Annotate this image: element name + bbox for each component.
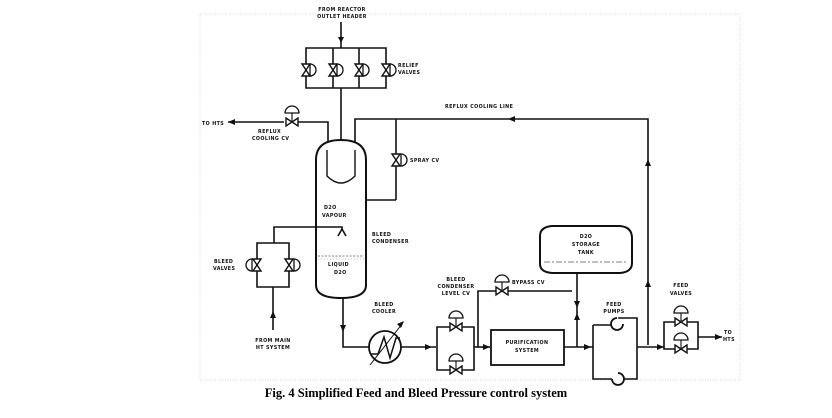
bypass-cv-group: BYPASS CV	[477, 274, 572, 347]
bleed-cooler-group: BLEED COOLER	[340, 298, 436, 366]
bleed-condenser-label-2: CONDENSER	[372, 239, 409, 245]
from-reactor-label-2: OUTLET HEADER	[317, 14, 367, 20]
bleed-valves-label-2: VALVES	[213, 266, 235, 272]
feed-valve-1[interactable]	[673, 305, 689, 327]
bleed-condenser: D2O VAPOUR LIQUID D2O	[315, 138, 367, 300]
figure-caption: Fig. 4 Simplified Feed and Bleed Pressur…	[264, 386, 568, 400]
reflux-cooling-line: REFLUX COOLING LINE	[354, 104, 651, 345]
liquid-d2o-label-1: LIQUID	[328, 262, 349, 268]
from-reactor-label-1: FROM REACTOR	[318, 7, 366, 13]
bleed-valves-group: BLEED VALVES FROM MAIN HT SYSTEM	[213, 226, 343, 351]
relief-valve-4[interactable]	[381, 63, 397, 77]
bypass-cv[interactable]	[494, 274, 510, 296]
bleed-cooler-label-1: BLEED	[374, 302, 393, 308]
bypass-cv-label: BYPASS CV	[512, 280, 545, 286]
relief-valve-3[interactable]	[354, 63, 370, 77]
relief-valve-2[interactable]	[328, 63, 344, 77]
spray-cv[interactable]	[391, 153, 408, 167]
d2o-vapour-label-1: D2O	[324, 205, 337, 211]
to-hts-left-label: TO HTS	[202, 121, 224, 127]
level-cv-label-2: CONDENSER	[438, 284, 475, 290]
relief-valve-1[interactable]	[301, 63, 317, 77]
storage-tank-label-3: TANK	[578, 250, 594, 256]
feed-pump-2[interactable]	[611, 372, 625, 386]
to-hts-right-label-1: TO	[724, 330, 732, 336]
relief-valves-label-1: RELIEF	[398, 63, 419, 69]
bleed-valves-label-1: BLEED	[214, 259, 233, 265]
bleed-cooler-label-2: COOLER	[372, 309, 396, 315]
level-cv-2[interactable]	[448, 353, 464, 375]
bleed-condenser-label-1: BLEED	[372, 232, 391, 238]
bleed-valve-2[interactable]	[284, 258, 301, 272]
feed-valves-label-2: VALVES	[670, 291, 692, 297]
reflux-cooling-cv[interactable]	[284, 105, 300, 127]
liquid-d2o-label-2: D2O	[334, 270, 347, 276]
flow-arrow-down	[338, 37, 344, 43]
diagram-frame	[199, 13, 741, 381]
reflux-cooling-line-label: REFLUX COOLING LINE	[445, 104, 513, 110]
feed-valve-2[interactable]	[673, 332, 689, 354]
feed-pump-1[interactable]	[593, 317, 624, 331]
d2o-storage-tank: D2O STORAGE TANK	[539, 225, 633, 347]
reflux-cooling-cv-label-2: COOLING CV	[252, 136, 289, 142]
feed-valves-group: FEED VALVES TO HTS	[663, 283, 735, 354]
purification-label-2: SYSTEM	[515, 348, 539, 354]
to-hts-right-label-2: HTS	[723, 337, 735, 343]
from-main-label-2: HT SYSTEM	[256, 345, 290, 351]
level-cv-1[interactable]	[448, 310, 464, 332]
reflux-cooling-cv-group: TO HTS REFLUX COOLING CV	[202, 105, 329, 150]
feed-pumps-group: FEED PUMPS	[592, 302, 664, 386]
level-cv-label-3: LEVEL CV	[442, 291, 470, 297]
purification-system: PURIFICATION SYSTEM	[490, 329, 593, 366]
from-main-label-1: FROM MAIN	[255, 338, 290, 344]
relief-valves-label-2: VALVES	[398, 70, 420, 76]
d2o-vapour-label-2: VAPOUR	[322, 213, 347, 219]
level-cv-group: BLEED CONDENSER LEVEL CV	[436, 277, 490, 375]
storage-tank-label-2: STORAGE	[572, 242, 600, 248]
bleed-cooler	[368, 321, 404, 366]
bleed-valve-1[interactable]	[245, 258, 262, 272]
storage-tank-label-1: D2O	[580, 234, 593, 240]
purification-label-1: PURIFICATION	[506, 340, 549, 346]
level-cv-label-1: BLEED	[446, 277, 465, 283]
feed-pumps-label-2: PUMPS	[603, 309, 624, 315]
spray-cv-label: SPRAY CV	[410, 158, 440, 164]
relief-valves: RELIEF VALVES	[301, 63, 420, 77]
reflux-cooling-cv-label-1: REFLUX	[258, 129, 281, 135]
reactor-header-group: FROM REACTOR OUTLET HEADER	[305, 7, 387, 89]
feed-valves-label-1: FEED	[673, 283, 688, 289]
feed-pumps-label-1: FEED	[606, 302, 621, 308]
